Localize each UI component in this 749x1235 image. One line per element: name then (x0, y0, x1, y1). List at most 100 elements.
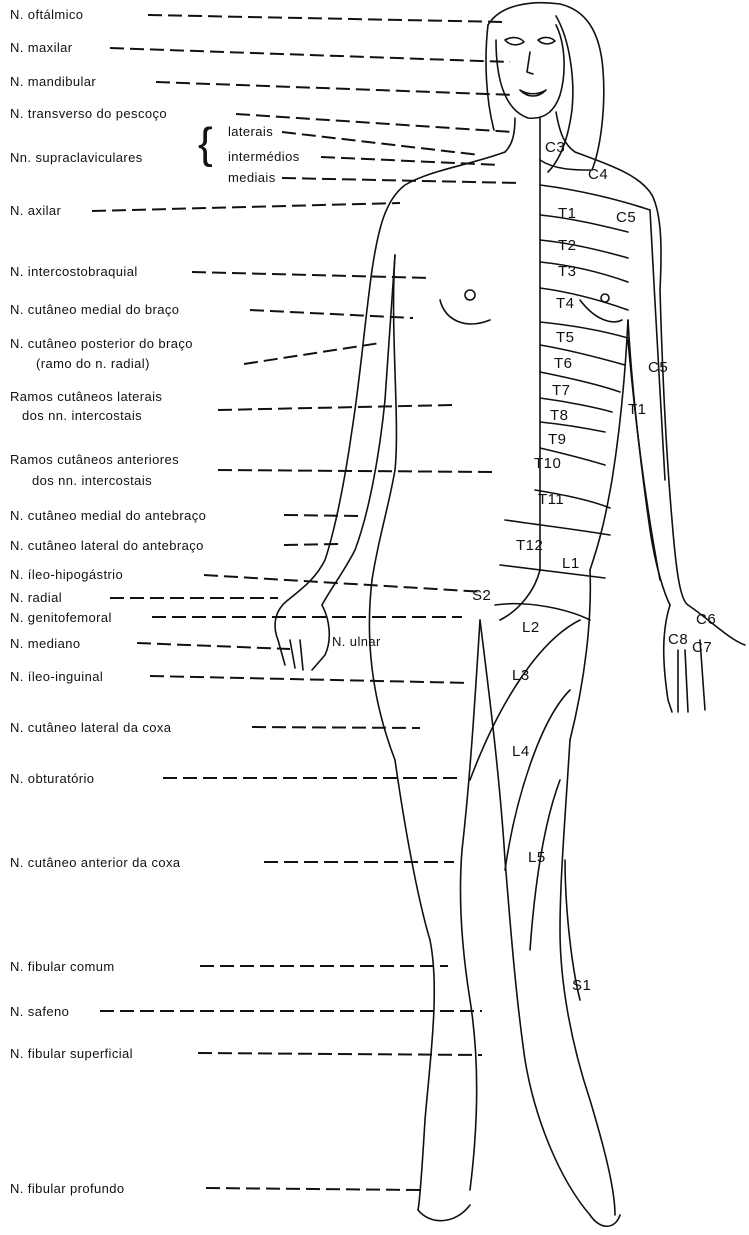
band-t3 (540, 262, 628, 282)
dermatome-t2: T2 (558, 238, 577, 254)
dermatome-c4: C4 (588, 167, 608, 183)
dermatome-c5-upper: C5 (616, 210, 636, 226)
dermatome-l3: L3 (512, 668, 530, 684)
leader-ileo-hipogastrio (204, 575, 485, 592)
band-t5 (540, 322, 628, 338)
band-t6 (540, 345, 625, 365)
torso-left (372, 255, 396, 580)
label-fibular-profundo: N. fibular profundo (10, 1181, 125, 1196)
dermatome-s1: S1 (572, 978, 591, 994)
leader-cut-medial-antebraco (284, 515, 360, 516)
label-mandibular: N. mandibular (10, 74, 96, 89)
label-ileo-inguinal: N. íleo-inguinal (10, 669, 103, 684)
leader-transverso (236, 114, 512, 132)
dermatome-c8: C8 (668, 632, 688, 648)
label-safeno: N. safeno (10, 1004, 69, 1019)
band-l2 (495, 604, 590, 620)
mouth (520, 90, 546, 96)
band-c3 (540, 160, 590, 170)
dermatome-t1: T1 (558, 206, 577, 222)
right-breast (580, 300, 622, 322)
left-arm-outer (288, 270, 372, 600)
nose (527, 52, 533, 74)
dermatome-t5: T5 (556, 330, 575, 346)
right-arm-outer (660, 290, 688, 605)
label-cutaneo-medial-braco: N. cutâneo medial do braço (10, 302, 179, 317)
left-breast (440, 300, 490, 324)
arm-band-c5 (650, 210, 665, 480)
dermatome-t1-arm: T1 (628, 402, 647, 418)
left-shoulder (372, 152, 505, 270)
label-maxilar: N. maxilar (10, 40, 73, 55)
leader-mediano (137, 643, 290, 649)
dermatome-c5-arm: C5 (648, 360, 668, 376)
dermatome-l4: L4 (512, 744, 530, 760)
band-t12 (505, 520, 610, 535)
label-supraclav-mediais: mediais (228, 170, 276, 185)
dermatome-l1: L1 (562, 556, 580, 572)
brace-supraclaviculares: { (198, 122, 213, 166)
label-ramos-laterais-1: Ramos cutâneos laterais (10, 389, 162, 404)
label-ramos-anteriores-1: Ramos cutâneos anteriores (10, 452, 179, 467)
label-ramos-laterais-2: dos nn. intercostais (22, 408, 142, 423)
leader-intermedios (321, 157, 500, 165)
band-c4 (540, 185, 650, 210)
label-obturatorio: N. obturatório (10, 771, 94, 786)
label-supraclav-laterais: laterais (228, 124, 273, 139)
left-leg-outer (395, 760, 434, 1210)
leader-mandibular (156, 82, 515, 95)
label-ulnar: N. ulnar (332, 634, 381, 649)
left-leg-inner (460, 620, 480, 1190)
label-ileo-hipogastrio: N. íleo-hipogástrio (10, 567, 123, 582)
dermatome-t12: T12 (516, 538, 543, 554)
leader-ramos-anteriores (218, 470, 494, 472)
right-leg-inner (480, 620, 590, 1215)
label-genitofemoral: N. genitofemoral (10, 610, 112, 625)
label-cutaneo-anterior-coxa: N. cutâneo anterior da coxa (10, 855, 181, 870)
label-cutaneo-lateral-coxa: N. cutâneo lateral da coxa (10, 720, 171, 735)
band-l1 (500, 565, 605, 578)
left-hand (275, 600, 329, 670)
dermatome-c3: C3 (545, 140, 565, 156)
label-ramos-anteriores-2: dos nn. intercostais (32, 473, 152, 488)
label-supraclaviculares: Nn. supraclaviculares (10, 150, 143, 165)
dermatome-t9: T9 (548, 432, 567, 448)
label-transverso: N. transverso do pescoço (10, 106, 167, 121)
label-oftalmico: N. oftálmico (10, 7, 83, 22)
leader-mediais (282, 178, 520, 183)
dermatome-c7: C7 (692, 640, 712, 656)
label-axilar: N. axilar (10, 203, 61, 218)
label-supraclav-intermedios: intermédios (228, 149, 300, 164)
right-foot (590, 1215, 620, 1226)
left-nipple (465, 290, 475, 300)
right-hip (570, 570, 590, 740)
left-foot (418, 1205, 470, 1221)
dermatome-c6: C6 (696, 612, 716, 628)
leader-axilar (92, 203, 400, 211)
dermatome-t8: T8 (550, 408, 569, 424)
label-radial: N. radial (10, 590, 62, 605)
label-cutaneo-medial-antebraco: N. cutâneo medial do antebraço (10, 508, 206, 523)
band-t1 (540, 215, 628, 232)
leader-maxilar (110, 48, 510, 62)
band-t4 (540, 288, 628, 310)
neck-left (505, 118, 515, 152)
leader-cut-lateral-antebraco (284, 544, 340, 545)
dermatome-t3: T3 (558, 264, 577, 280)
dermatome-s2: S2 (472, 588, 491, 604)
dermatome-t11: T11 (538, 492, 564, 508)
label-fibular-comum: N. fibular comum (10, 959, 115, 974)
leader-cut-lateral-coxa (252, 727, 420, 728)
left-arm-inner (322, 255, 395, 605)
label-fibular-superficial: N. fibular superficial (10, 1046, 133, 1061)
label-cutaneo-lateral-antebraco: N. cutâneo lateral do antebraço (10, 538, 204, 553)
label-cutaneo-posterior-braco-1: N. cutâneo posterior do braço (10, 336, 193, 351)
dermatome-t7: T7 (552, 383, 571, 399)
dermatome-l5: L5 (528, 850, 546, 866)
label-mediano: N. mediano (10, 636, 80, 651)
leader-fibular-profundo (206, 1188, 420, 1190)
left-hip (369, 580, 395, 760)
leader-oftalmico (148, 15, 505, 22)
right-eye (538, 37, 555, 43)
